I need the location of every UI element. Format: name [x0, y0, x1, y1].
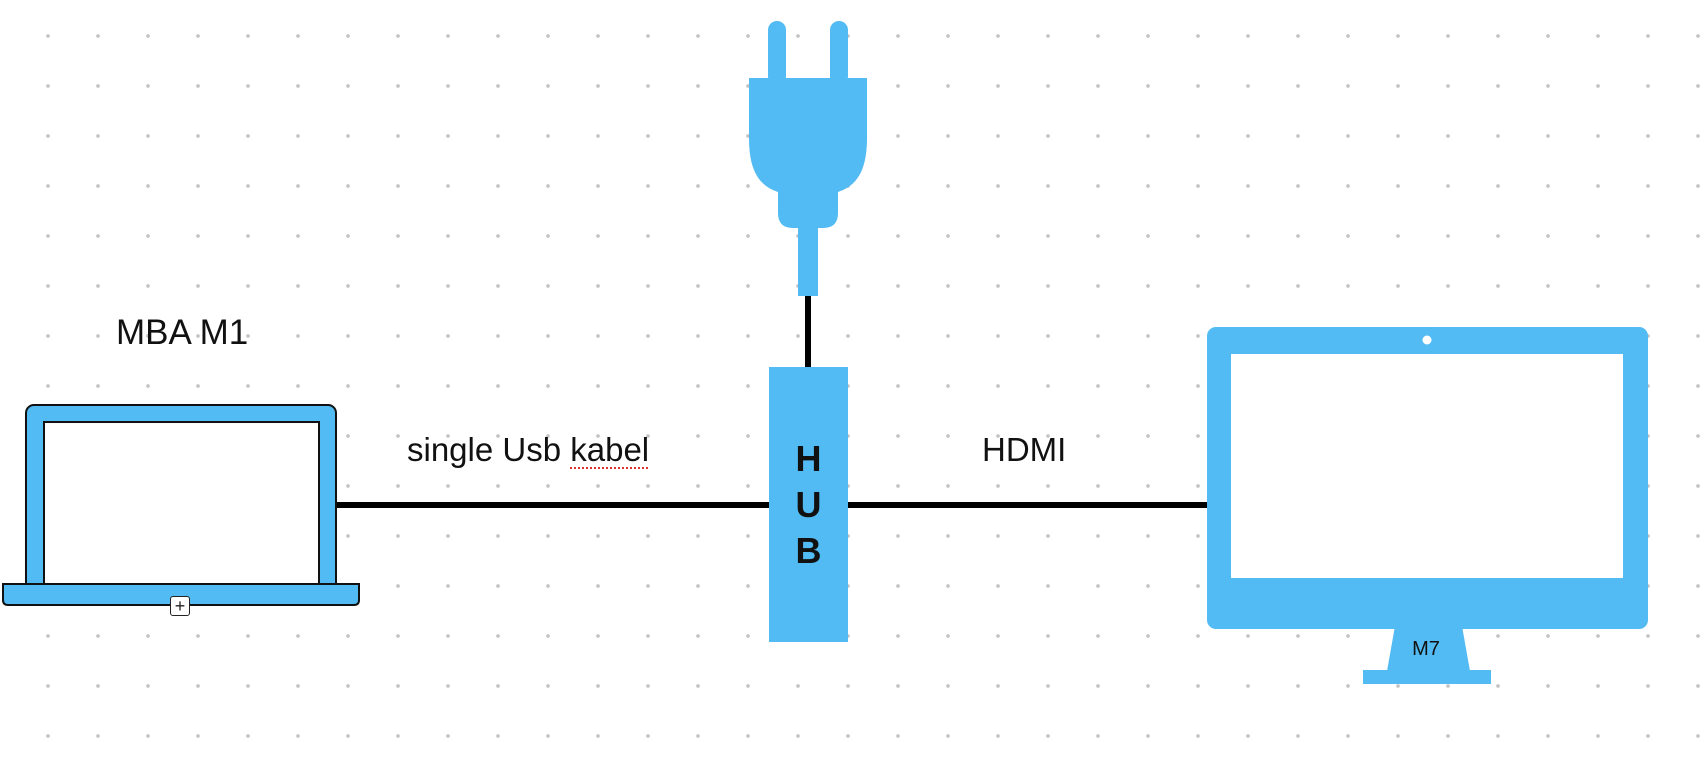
monitor-badge-label[interactable]: M7 [1412, 638, 1440, 660]
hub-label[interactable]: H U B [769, 367, 848, 642]
hdmi-cable-label[interactable]: HDMI [982, 431, 1067, 468]
usb-cable-label-misspelled-word: kabel [570, 431, 650, 468]
laptop-icon[interactable] [2, 404, 360, 606]
hub-letter: U [795, 483, 822, 525]
usb-cable-label-text: single Usb [407, 431, 571, 468]
hub-letter: B [795, 529, 822, 571]
laptop-label[interactable]: MBA M1 [116, 313, 249, 352]
hub-letter: H [795, 437, 822, 479]
add-node-handle[interactable]: + [170, 596, 190, 616]
monitor-icon[interactable] [1207, 327, 1648, 684]
plus-icon: + [174, 596, 186, 616]
usb-hub-icon[interactable] [769, 367, 848, 642]
power-plug-icon[interactable] [749, 21, 867, 296]
usb-cable-label[interactable]: single Usb kabel [407, 431, 649, 469]
